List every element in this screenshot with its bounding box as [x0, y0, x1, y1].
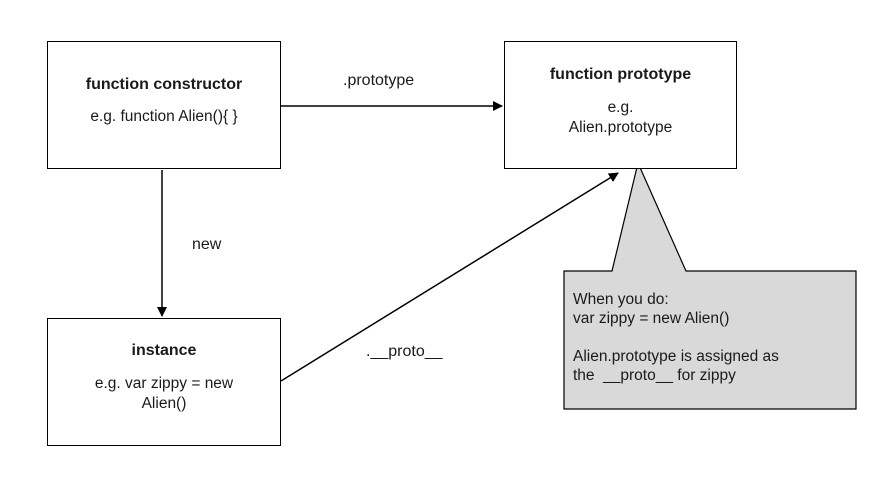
function-prototype-box: function prototype e.g. Alien.prototype: [504, 41, 737, 169]
function-prototype-title: function prototype: [549, 66, 692, 83]
callout-line-1: When you do:: [573, 291, 669, 308]
callout-line-2: var zippy = new Alien(): [573, 310, 730, 327]
instance-box: instance e.g. var zippy = new Alien(): [47, 318, 281, 446]
function-prototype-example-line1: e.g.: [607, 99, 634, 116]
instance-example-line1: e.g. var zippy = new: [94, 375, 234, 392]
function-prototype-example-line2: Alien.prototype: [568, 119, 673, 136]
instance-example-line2: Alien(): [141, 395, 187, 412]
instance-title: instance: [131, 342, 197, 359]
callout-shape: [563, 161, 857, 410]
callout-line-4: the __proto__ for zippy: [573, 367, 736, 384]
function-constructor-box: function constructor e.g. function Alien…: [47, 41, 281, 169]
callout-text-block: When you do: var zippy = new Alien() Ali…: [573, 290, 779, 385]
proto-arrow: [280, 172, 619, 382]
prototype-edge-label: .prototype: [343, 72, 415, 89]
callout-line-3: Alien.prototype is assigned as: [573, 348, 779, 365]
function-constructor-title: function constructor: [85, 76, 243, 93]
function-constructor-example: e.g. function Alien(){ }: [90, 108, 238, 125]
proto-edge-label: .__proto__: [366, 343, 443, 360]
new-edge-label: new: [192, 236, 222, 253]
